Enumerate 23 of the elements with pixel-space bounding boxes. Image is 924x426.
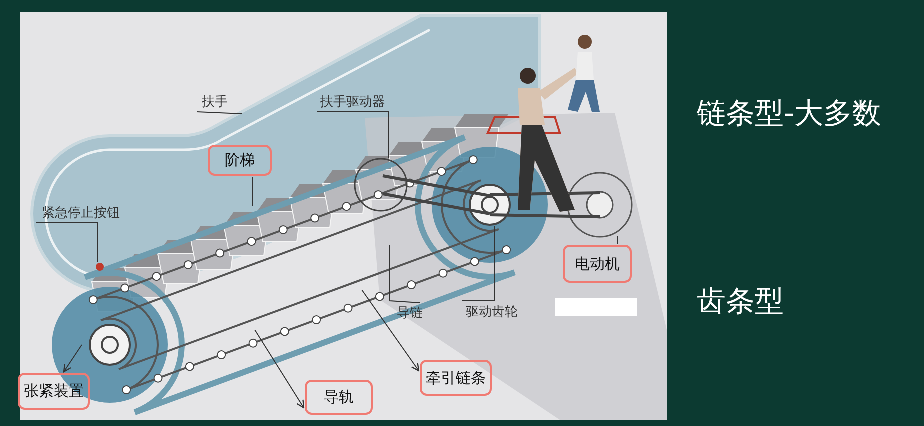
leader-line: [36, 222, 98, 262]
part-label: 驱动齿轮: [466, 304, 518, 321]
part-label: 紧急停止按钮: [42, 205, 120, 222]
leader-arrow: [254, 330, 305, 409]
part-label: 扶手: [202, 94, 228, 111]
callout-box: [563, 245, 632, 283]
callout-box: [208, 145, 272, 176]
leader-arrow: [63, 344, 82, 373]
leader-line: [316, 112, 390, 158]
leader-arrow: [362, 290, 420, 372]
part-label: 导轨: [324, 388, 354, 407]
part-label: 电动机: [575, 254, 620, 274]
callout-box: [305, 380, 373, 415]
part-label: 扶手驱动器: [320, 94, 386, 111]
leader-line: [462, 226, 496, 302]
callout-box: [18, 373, 90, 410]
part-label: 阶梯: [225, 151, 255, 170]
side-heading: 链条型-大多数: [697, 95, 882, 132]
side-heading: 齿条型: [697, 283, 784, 320]
part-label: 牵引链条: [426, 368, 486, 388]
leader-line: [252, 176, 254, 206]
leader-line: [196, 112, 242, 114]
callout-box: [420, 360, 492, 396]
